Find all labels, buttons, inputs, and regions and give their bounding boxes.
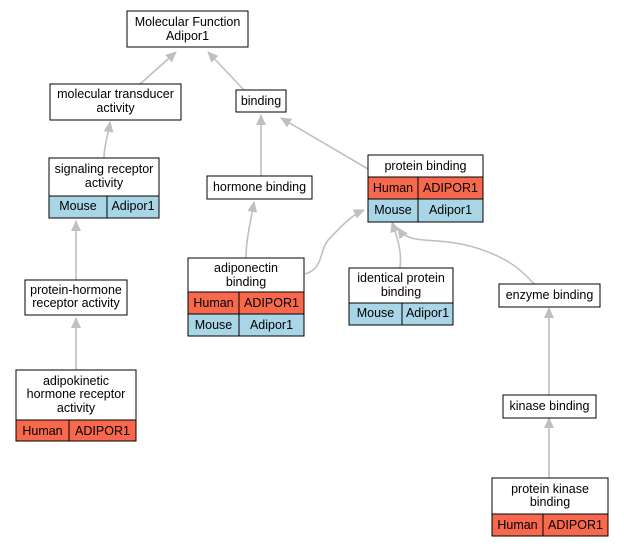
- edge-mta-to-mf: [139, 51, 177, 85]
- edge-sra-to-mta: [103, 121, 114, 159]
- node-molecular-function-line-1: Molecular Function: [135, 15, 241, 29]
- node-molecular-transducer-activity-line-2: activity: [96, 101, 135, 115]
- node-adiponectin-binding-line-2: binding: [226, 275, 266, 289]
- ab-human-gene: ADIPOR1: [244, 296, 299, 310]
- node-identical-protein-binding-line-2: binding: [381, 285, 421, 299]
- node-protein-kinase-binding-line-2: binding: [530, 495, 570, 509]
- node-adipokinetic-hormone-receptor-activity-line-2: hormone receptor: [27, 387, 126, 401]
- pkb-human-species: Human: [497, 518, 537, 532]
- node-molecular-function[interactable]: Molecular Function Adipor1: [126, 10, 249, 48]
- node-protein-binding-label: protein binding: [384, 159, 466, 173]
- edge-binding-to-mf: [207, 51, 245, 91]
- node-protein-kinase-binding-line-1: protein kinase: [511, 482, 589, 496]
- node-hormone-binding[interactable]: hormone binding: [206, 175, 313, 200]
- ahra-human-gene: ADIPOR1: [75, 424, 130, 438]
- node-protein-binding[interactable]: protein binding Human ADIPOR1 Mouse Adip…: [367, 154, 484, 223]
- node-binding[interactable]: binding: [235, 89, 287, 113]
- node-hormone-binding-label: hormone binding: [213, 180, 306, 194]
- node-identical-protein-binding-line-1: identical protein: [357, 271, 445, 285]
- node-molecular-transducer-activity[interactable]: molecular transducer activity: [49, 83, 182, 121]
- node-signaling-receptor-activity-line-1: signaling receptor: [55, 162, 154, 176]
- ahra-human-species: Human: [22, 424, 62, 438]
- node-binding-label: binding: [241, 94, 281, 108]
- node-protein-kinase-binding[interactable]: protein kinase binding Human ADIPOR1: [491, 477, 609, 537]
- edges: [71, 51, 554, 478]
- node-signaling-receptor-activity[interactable]: signaling receptor activity Mouse Adipor…: [48, 157, 160, 219]
- sra-mouse-species: Mouse: [59, 199, 97, 213]
- ab-mouse-species: Mouse: [195, 318, 233, 332]
- node-adipokinetic-hormone-receptor-activity[interactable]: adipokinetic hormone receptor activity H…: [15, 369, 137, 442]
- pb-human-species: Human: [373, 181, 413, 195]
- edge-pb-to-binding: [280, 117, 369, 170]
- node-adiponectin-binding[interactable]: adiponectin binding Human ADIPOR1 Mouse …: [187, 257, 305, 337]
- node-identical-protein-binding[interactable]: identical protein binding Mouse Adipor1: [348, 267, 454, 326]
- node-signaling-receptor-activity-line-2: activity: [85, 176, 124, 190]
- node-kinase-binding[interactable]: kinase binding: [502, 394, 597, 419]
- node-adipokinetic-hormone-receptor-activity-line-3: activity: [57, 401, 96, 415]
- pkb-human-gene: ADIPOR1: [548, 518, 603, 532]
- sra-mouse-gene: Adipor1: [111, 199, 154, 213]
- edge-ipb-to-pb: [390, 221, 402, 269]
- ipb-mouse-species: Mouse: [357, 306, 395, 320]
- ipb-mouse-gene: Adipor1: [406, 306, 449, 320]
- ab-human-species: Human: [193, 296, 233, 310]
- ab-mouse-gene: Adipor1: [250, 318, 293, 332]
- pb-mouse-species: Mouse: [374, 203, 412, 217]
- node-protein-hormone-receptor-activity-line-2: receptor activity: [32, 296, 120, 310]
- edge-ab-to-pb: [304, 209, 365, 275]
- node-protein-hormone-receptor-activity-line-1: protein-hormone: [30, 283, 122, 297]
- node-molecular-function-line-2: Adipor1: [166, 29, 209, 43]
- node-adipokinetic-hormone-receptor-activity-line-1: adipokinetic: [43, 374, 109, 388]
- node-molecular-transducer-activity-line-1: molecular transducer: [57, 87, 174, 101]
- node-enzyme-binding[interactable]: enzyme binding: [498, 283, 601, 308]
- node-enzyme-binding-label: enzyme binding: [506, 288, 594, 302]
- edge-ab-to-hb: [245, 201, 258, 259]
- edge-eb-to-pb: [397, 227, 535, 285]
- pb-mouse-gene: Adipor1: [429, 203, 472, 217]
- pb-human-gene: ADIPOR1: [423, 181, 478, 195]
- node-kinase-binding-label: kinase binding: [510, 399, 590, 413]
- node-protein-hormone-receptor-activity[interactable]: protein-hormone receptor activity: [24, 279, 128, 316]
- node-adiponectin-binding-line-1: adiponectin: [214, 261, 278, 275]
